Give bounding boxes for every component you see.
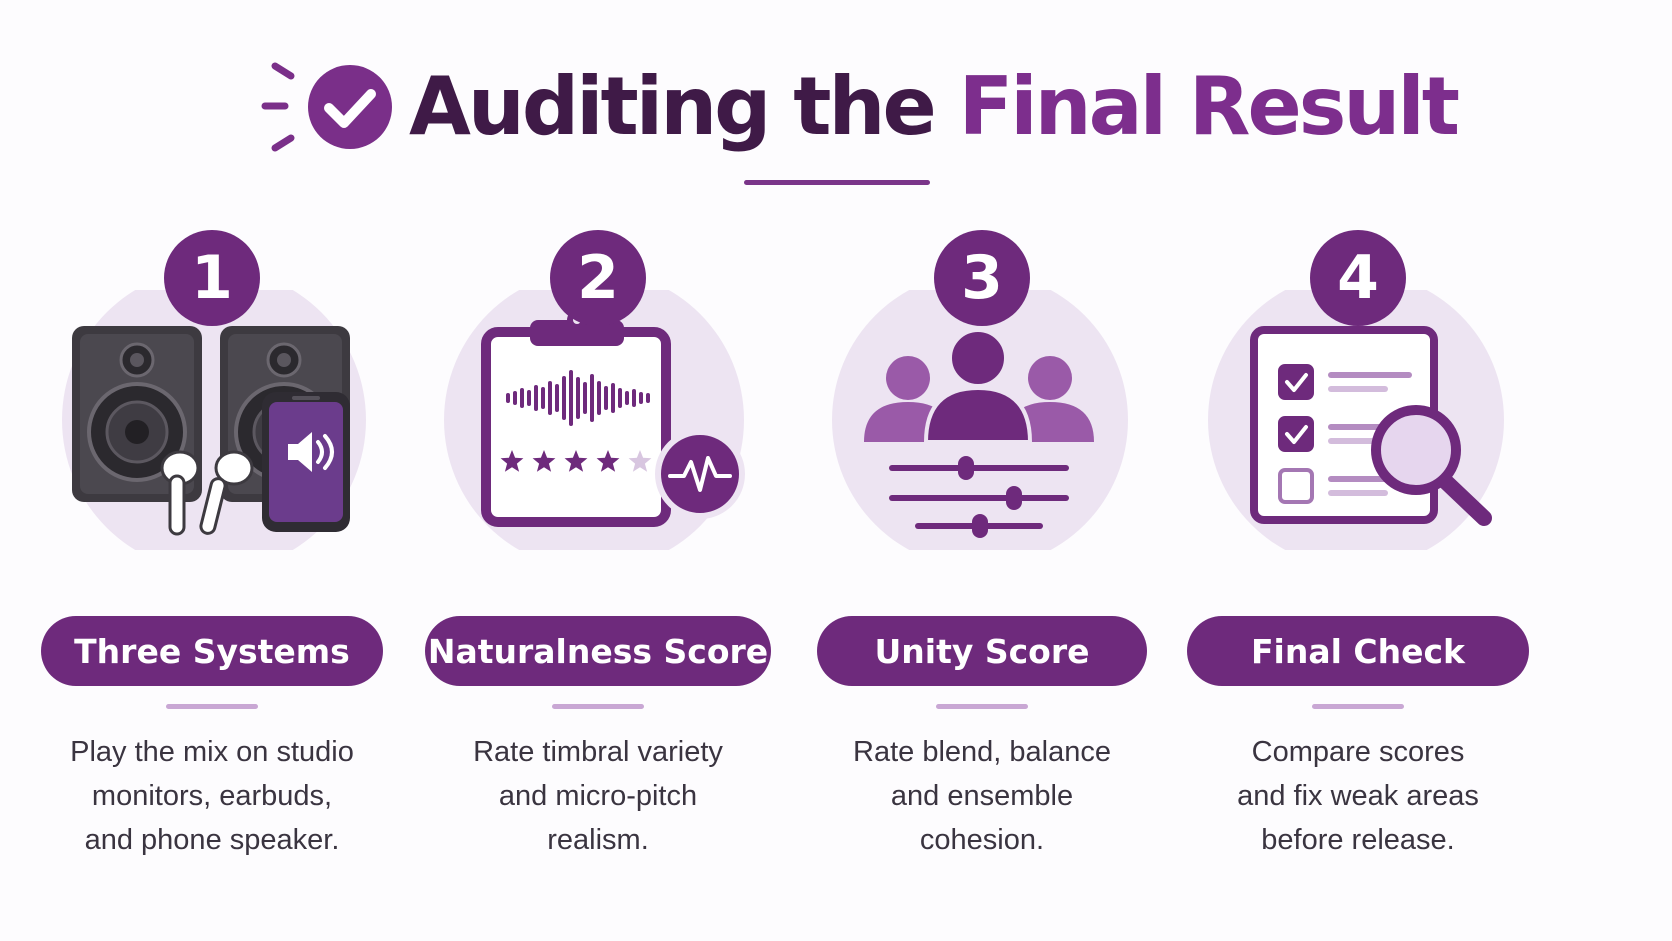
description-line: realism. [547, 824, 649, 856]
step-description: Rate blend, balance and ensemble cohesio… [792, 730, 1172, 862]
description-line: Rate timbral variety [473, 736, 723, 768]
rating-star-filled [500, 450, 524, 472]
step-card-naturalness-score: 2 Naturalness Score Rate timbral variety… [408, 230, 788, 870]
rating-star-filled [532, 450, 556, 472]
title-dark-text: Auditing the [409, 60, 937, 153]
step-description: Play the mix on studio monitors, earbuds… [22, 730, 402, 862]
speakers-earbuds-phone-icon [62, 290, 366, 550]
checklist-line [1328, 372, 1412, 378]
description-line: Compare scores [1251, 736, 1465, 768]
checklist-line [1328, 490, 1388, 496]
step-description: Rate timbral variety and micro-pitch rea… [408, 730, 788, 862]
description-line: and phone speaker. [84, 824, 340, 856]
group-sliders-icon [832, 290, 1128, 550]
checkbox-empty [1278, 468, 1314, 504]
title-underline [744, 180, 930, 185]
step-divider [936, 704, 1028, 709]
step-description: Compare scores and fix weak areas before… [1168, 730, 1548, 862]
rating-star-filled [596, 450, 620, 472]
description-line: and micro-pitch [498, 780, 698, 812]
page-title-row: Auditing the Final Result [0, 52, 1672, 162]
step-title-unity-score: Unity Score [817, 616, 1147, 686]
title-accent-text: Final Result [958, 60, 1460, 153]
step-card-final-check: 4 Final Check Compare scores and fix wea… [1168, 230, 1548, 870]
step-number-badge: 2 [550, 230, 646, 326]
step-title-final-check: Final Check [1187, 616, 1529, 686]
description-line: and fix weak areas [1237, 780, 1479, 812]
step-card-three-systems: 1 Three Systems Pla [22, 230, 402, 870]
rating-star-empty [628, 450, 652, 472]
checkbox-checked [1278, 416, 1314, 452]
step-divider [552, 704, 644, 709]
step-title-naturalness-score: Naturalness Score [425, 616, 771, 686]
clipboard-waveform-rating-icon [444, 290, 745, 550]
step-title-three-systems: Three Systems [41, 616, 383, 686]
step-divider [1312, 704, 1404, 709]
checklist-magnifier-icon [1208, 290, 1504, 550]
description-line: before release. [1261, 824, 1455, 856]
checkmark [1285, 425, 1308, 444]
step-number-badge: 3 [934, 230, 1030, 326]
description-line: Play the mix on studio [70, 736, 354, 768]
step-number-badge: 1 [164, 230, 260, 326]
rating-star-filled [564, 450, 588, 472]
page-title: Auditing the Final Result [409, 67, 1460, 147]
checkbox-checked [1278, 364, 1314, 400]
step-divider [166, 704, 258, 709]
step-number-badge: 4 [1310, 230, 1406, 326]
checkmark [1285, 373, 1308, 392]
description-line: and ensemble [890, 780, 1074, 812]
description-line: cohesion. [919, 824, 1045, 856]
description-line: Rate blend, balance [853, 736, 1111, 768]
checkmark-badge-icon [261, 62, 392, 152]
step-card-unity-score: 3 Unity Score Rate blend, balance and en… [792, 230, 1172, 870]
description-line: monitors, earbuds, [91, 780, 333, 812]
checklist-line [1328, 386, 1388, 392]
